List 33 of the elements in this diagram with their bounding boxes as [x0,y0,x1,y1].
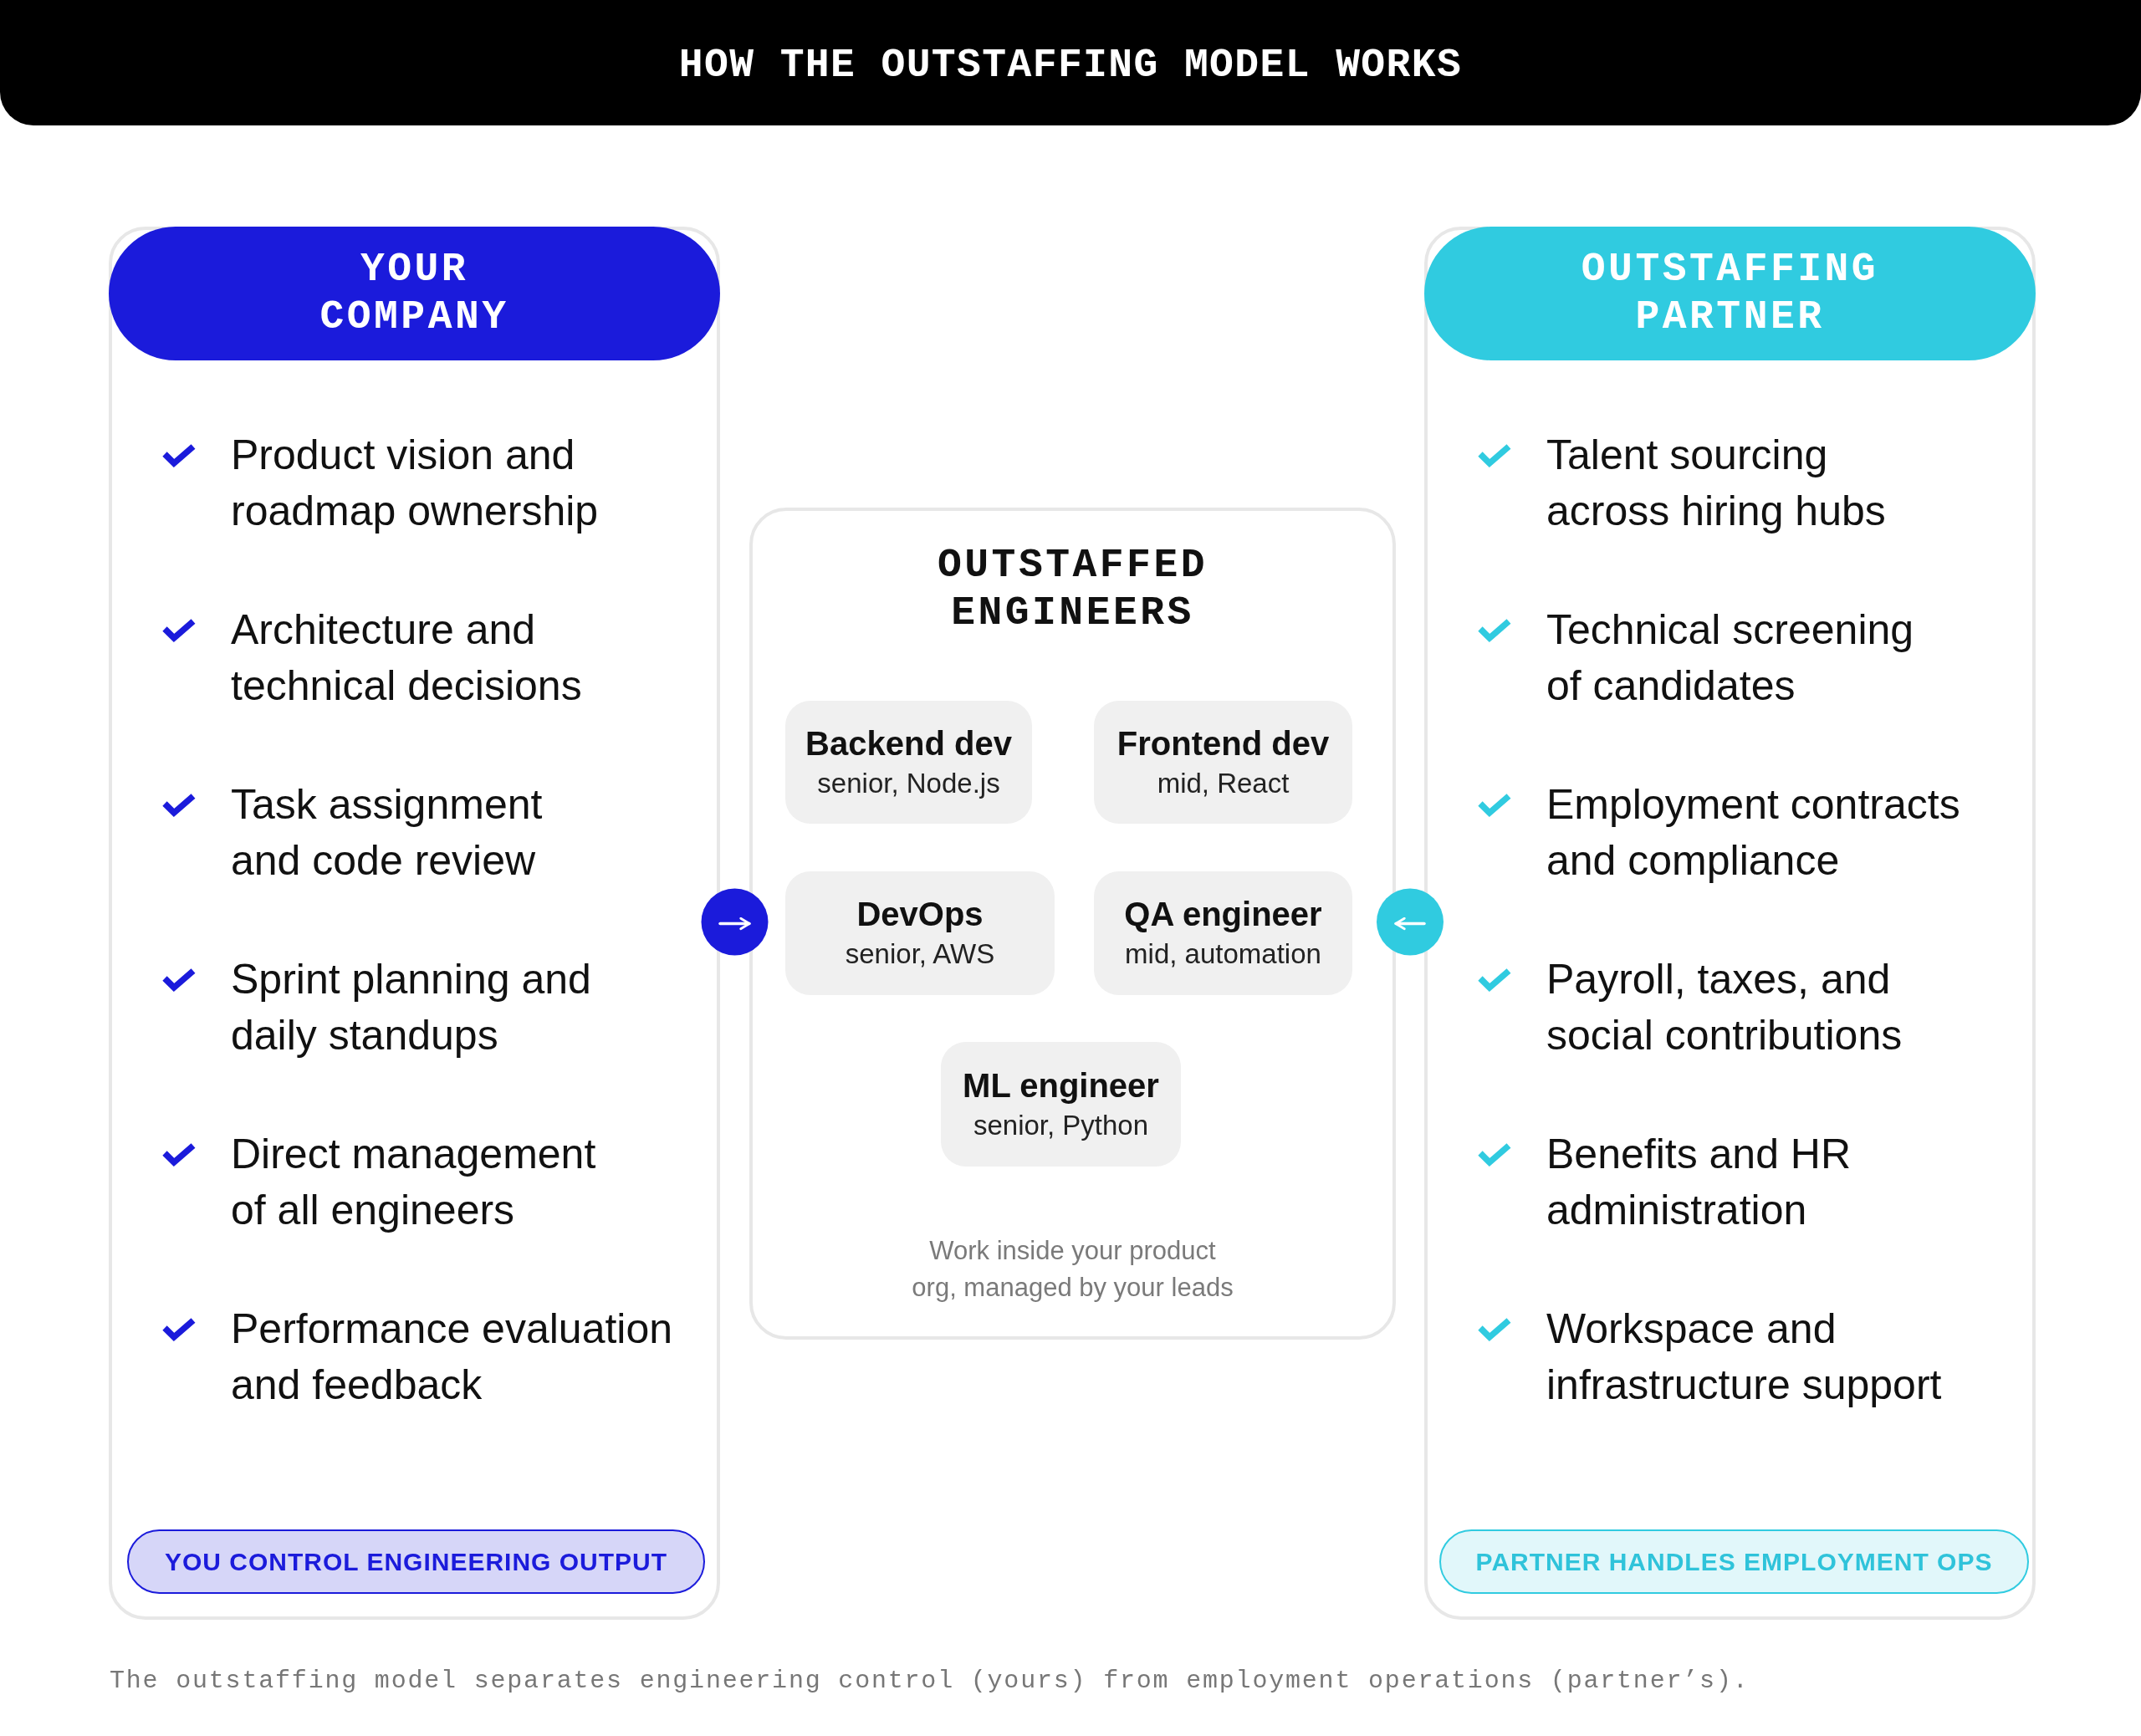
role-title: ML engineer [963,1065,1159,1105]
role-title: Backend dev [805,723,1012,763]
role-title: QA engineer [1124,895,1322,934]
role-detail: mid, automation [1125,937,1321,971]
checklist-item: Direct management of all engineers [231,1130,597,1235]
panel-note: Work inside your product org, managed by your leads [911,1235,1234,1304]
checklist-item: Task assignment and code review [231,780,544,886]
caption: The outstaffing model separates engineering control (yours) from employment operations (partner’s). [110,1666,1750,1697]
checklist-item: Workspace and infrastructure support [1546,1305,1943,1410]
summary-pill: PARTNER HANDLES EMPLOYMENT OPS [1439,1529,2029,1594]
engineers-panel [749,508,1396,1340]
checklist-item: Sprint planning and daily standups [231,955,592,1060]
checklist-item: Employment contracts and compliance [1546,780,1961,886]
column-header: OUTSTAFFING PARTNER [1424,227,2036,360]
checklist-item: Technical screening of candidates [1546,605,1915,711]
checklist-item: Payroll, taxes, and social contributions [1546,955,1903,1060]
checklist-item: Architecture and technical decisions [231,605,583,711]
column-card [109,227,720,1620]
role-detail: senior, Python [973,1108,1149,1142]
summary-pill: YOU CONTROL ENGINEERING OUTPUT [127,1529,705,1594]
panel-title: OUTSTAFFED ENGINEERS [936,542,1208,637]
role-title: DevOps [856,895,984,934]
role-detail: senior, AWS [845,937,995,971]
title-bar: HOW THE OUTSTAFFING MODEL WORKS [0,0,2141,125]
checklist-item: Performance evaluation and feedback [231,1305,674,1410]
role-title: Frontend dev [1116,723,1330,763]
role-detail: mid, React [1157,766,1290,800]
column-header: YOUR COMPANY [109,227,720,360]
column-card [1424,227,2036,1620]
checklist-item: Product vision and roadmap ownership [231,431,600,536]
checklist-item: Talent sourcing across hiring hubs [1546,431,1887,536]
role-detail: senior, Node.js [817,766,1000,800]
checklist-item: Benefits and HR administration [1546,1130,1852,1235]
